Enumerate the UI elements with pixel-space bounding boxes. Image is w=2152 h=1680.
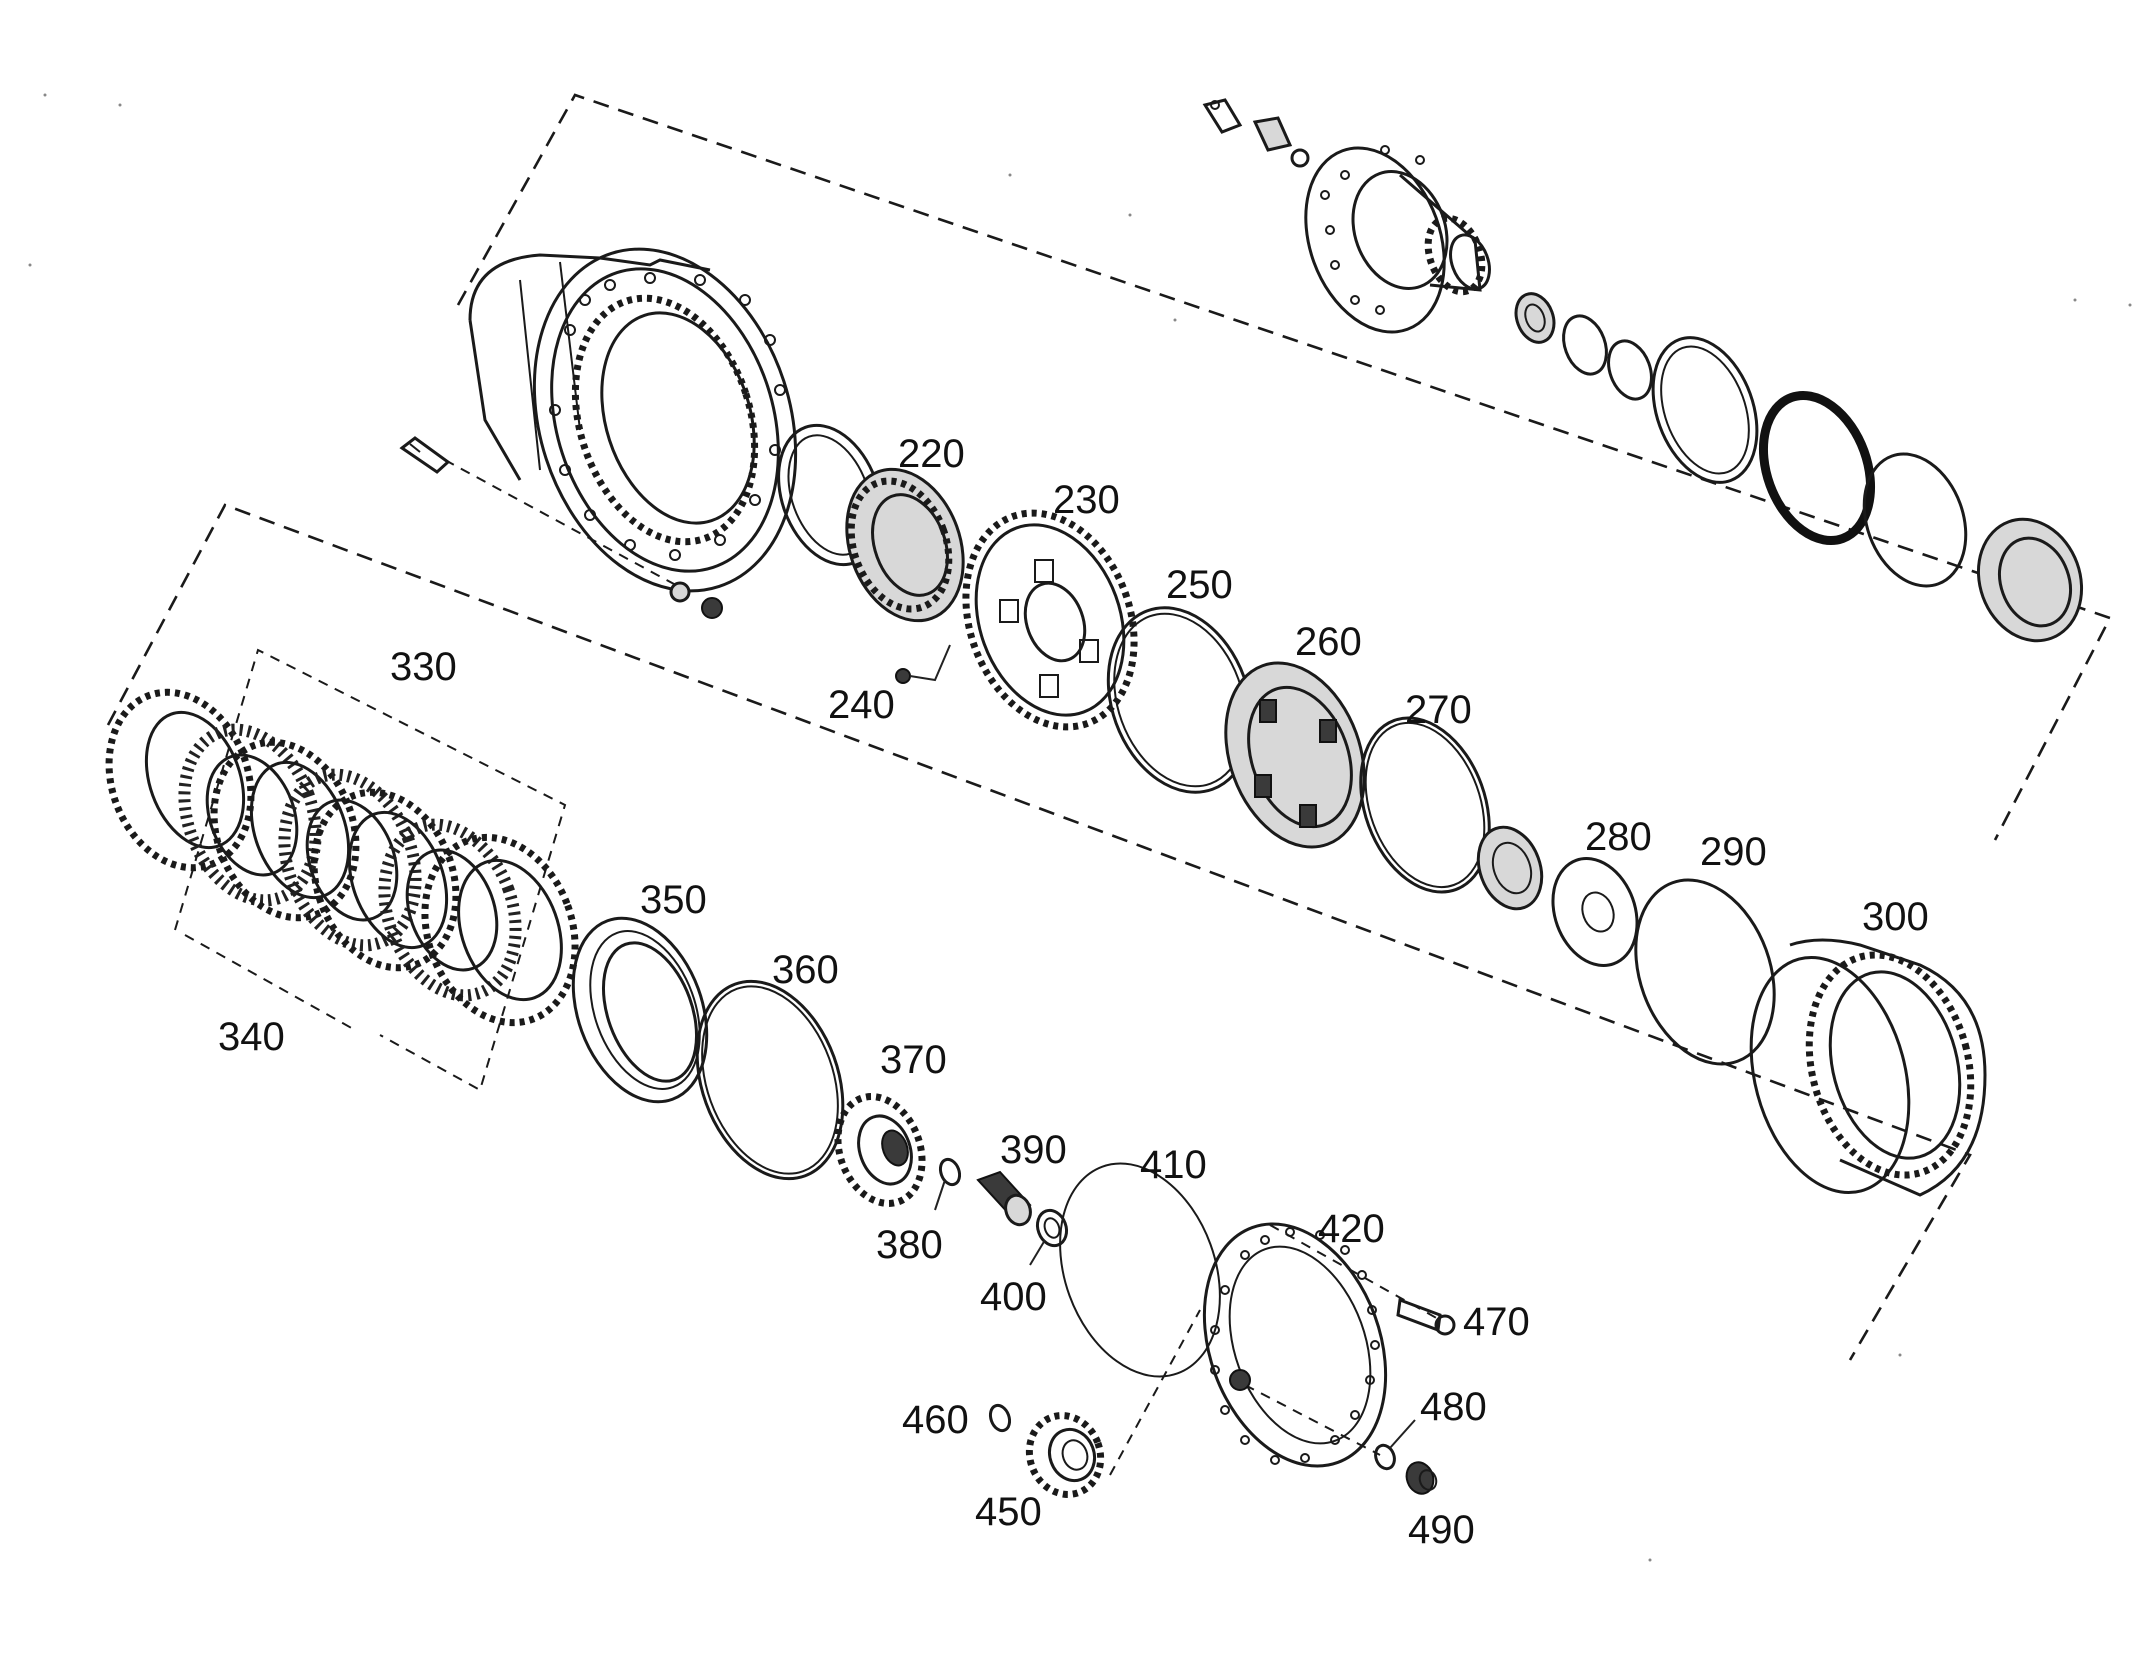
label-460: 460: [902, 1398, 969, 1442]
label-390: 390: [1000, 1128, 1067, 1172]
label-360: 360: [772, 948, 839, 992]
part-450-planet-gear: [1025, 1412, 1105, 1498]
drive-flange-assembly: [1202, 98, 1491, 334]
part-260-cage: [1224, 661, 1366, 849]
label-370: 370: [880, 1038, 947, 1082]
housing-nuts: [669, 581, 723, 619]
part-390-shaft: [976, 1170, 1032, 1227]
label-300: 300: [1862, 895, 1929, 939]
label-250: 250: [1166, 563, 1233, 607]
label-260: 260: [1295, 620, 1362, 664]
part-270-ring: [1359, 716, 1491, 894]
label-270: 270: [1405, 688, 1472, 732]
part-280-nut-washer: [1476, 825, 1639, 967]
label-340: 340: [218, 1015, 285, 1059]
top-axis-rings: [1514, 292, 2084, 643]
part-360-ring: [695, 979, 845, 1181]
label-290: 290: [1700, 830, 1767, 874]
part-470-bolt: [1396, 1297, 1456, 1336]
clutch-pack-frame-340: [184, 934, 356, 1031]
label-450: 450: [975, 1490, 1042, 1534]
part-380-ring: [934, 1157, 962, 1211]
label-490: 490: [1408, 1508, 1475, 1552]
scan-specks: [28, 93, 2132, 1562]
label-220: 220: [898, 432, 965, 476]
part-490-nut: [1405, 1461, 1438, 1495]
axis-leader-420-450: [1109, 1309, 1201, 1476]
part-230-planet-carrier: [962, 509, 1138, 731]
part-410-o-ring: [1059, 1162, 1221, 1378]
clutch-pack-frame-330: [174, 648, 567, 1092]
part-240-pin: [895, 644, 951, 684]
label-420: 420: [1318, 1207, 1385, 1251]
part-400-washer: [1029, 1208, 1069, 1266]
clutch-disc-pack: [105, 688, 579, 1027]
part-300-ring-gear: [1749, 938, 1987, 1197]
gearbox-housing: [468, 247, 798, 593]
label-330: 330: [390, 645, 457, 689]
part-220-bearing: [845, 467, 965, 623]
label-400: 400: [980, 1275, 1047, 1319]
label-410: 410: [1140, 1143, 1207, 1187]
part-290-ring: [1634, 878, 1776, 1066]
upper-assembly-frame: [456, 93, 2112, 841]
label-480: 480: [1420, 1385, 1487, 1429]
label-380: 380: [876, 1223, 943, 1267]
housing-bolt: [399, 436, 451, 474]
label-350: 350: [640, 878, 707, 922]
assembly-frames: [106, 93, 2112, 1476]
part-460-ring: [988, 1403, 1012, 1433]
callout-labels: 220 230 240 250 260 270 280 290 300 330 …: [218, 432, 1929, 1552]
label-280: 280: [1585, 815, 1652, 859]
part-420-cover: [1202, 1222, 1388, 1468]
bolt-axis-top: [444, 459, 686, 591]
bolt-axis-480: [1244, 1384, 1381, 1456]
label-230: 230: [1053, 478, 1120, 522]
label-470: 470: [1463, 1300, 1530, 1344]
label-240: 240: [828, 683, 895, 727]
part-370-sun-gear: [834, 1093, 926, 1207]
lower-assembly-frame: [106, 503, 1972, 1361]
part-480-washer: [1374, 1419, 1416, 1471]
part-350-piston: [571, 916, 709, 1104]
